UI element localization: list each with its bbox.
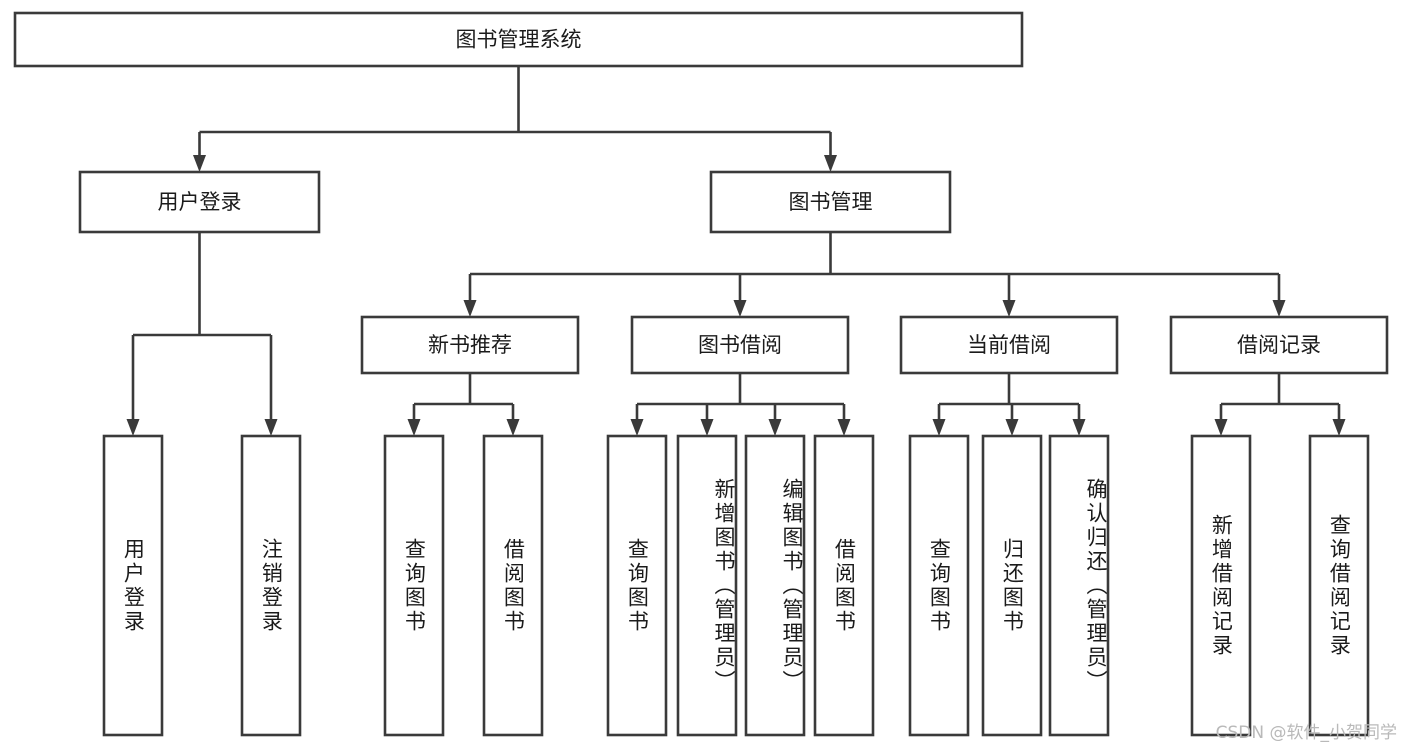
arrow-head	[824, 155, 837, 172]
arrow-head	[506, 419, 520, 436]
node-box-leaf-add-book[interactable]	[676, 434, 738, 737]
node-label-book-manage: 图书管理	[789, 190, 873, 214]
node-box-leaf-user-login[interactable]	[102, 434, 164, 737]
node-box-root[interactable]	[13, 11, 1024, 68]
node-box-user-login[interactable]	[78, 170, 321, 234]
node-label-borrow-record: 借阅记录	[1237, 333, 1321, 357]
arrow-head	[1002, 300, 1016, 317]
arrow-head	[768, 419, 782, 436]
node-box-leaf-edit-book[interactable]	[744, 434, 806, 737]
node-box-current-borrow[interactable]	[899, 315, 1119, 375]
node-box-leaf-query-book-3[interactable]	[908, 434, 970, 737]
node-box-leaf-query-book-1[interactable]	[383, 434, 445, 737]
arrow-head	[733, 300, 747, 317]
node-box-leaf-query-book-2[interactable]	[606, 434, 668, 737]
arrow-head	[932, 419, 946, 436]
node-box-leaf-confirm-return[interactable]	[1048, 434, 1110, 737]
node-label-root: 图书管理系统	[456, 28, 582, 52]
node-label-user-login: 用户登录	[158, 190, 242, 214]
node-box-borrow-record[interactable]	[1169, 315, 1389, 375]
watermark-text: CSDN @软件_小贺同学	[1215, 723, 1397, 743]
node-box-leaf-borrow-book-1[interactable]	[482, 434, 544, 737]
node-box-leaf-borrow-book-2[interactable]	[813, 434, 875, 737]
node-box-leaf-user-logout[interactable]	[240, 434, 302, 737]
node-box-leaf-add-record[interactable]	[1190, 434, 1252, 737]
node-label-book-borrow: 图书借阅	[698, 333, 782, 357]
connector-layer	[126, 66, 1346, 436]
arrow-head	[1072, 419, 1086, 436]
arrow-head	[126, 419, 140, 436]
node-box-layer	[13, 11, 1389, 737]
node-box-book-manage[interactable]	[709, 170, 952, 234]
node-box-leaf-return-book[interactable]	[981, 434, 1043, 737]
node-box-book-borrow[interactable]	[630, 315, 850, 375]
arrow-head	[407, 419, 421, 436]
node-box-new-book-rec[interactable]	[360, 315, 580, 375]
arrow-head	[700, 419, 714, 436]
node-label-new-book-rec: 新书推荐	[428, 333, 512, 357]
arrow-head	[837, 419, 851, 436]
node-label-current-borrow: 当前借阅	[967, 333, 1051, 357]
arrow-head	[264, 419, 278, 436]
arrow-head	[1332, 419, 1346, 436]
arrow-head	[1005, 419, 1019, 436]
arrow-head	[630, 419, 644, 436]
node-box-leaf-query-record[interactable]	[1308, 434, 1370, 737]
arrow-head	[463, 300, 477, 317]
arrow-head	[1214, 419, 1228, 436]
arrow-head	[1272, 300, 1286, 317]
arrow-head	[193, 155, 206, 172]
